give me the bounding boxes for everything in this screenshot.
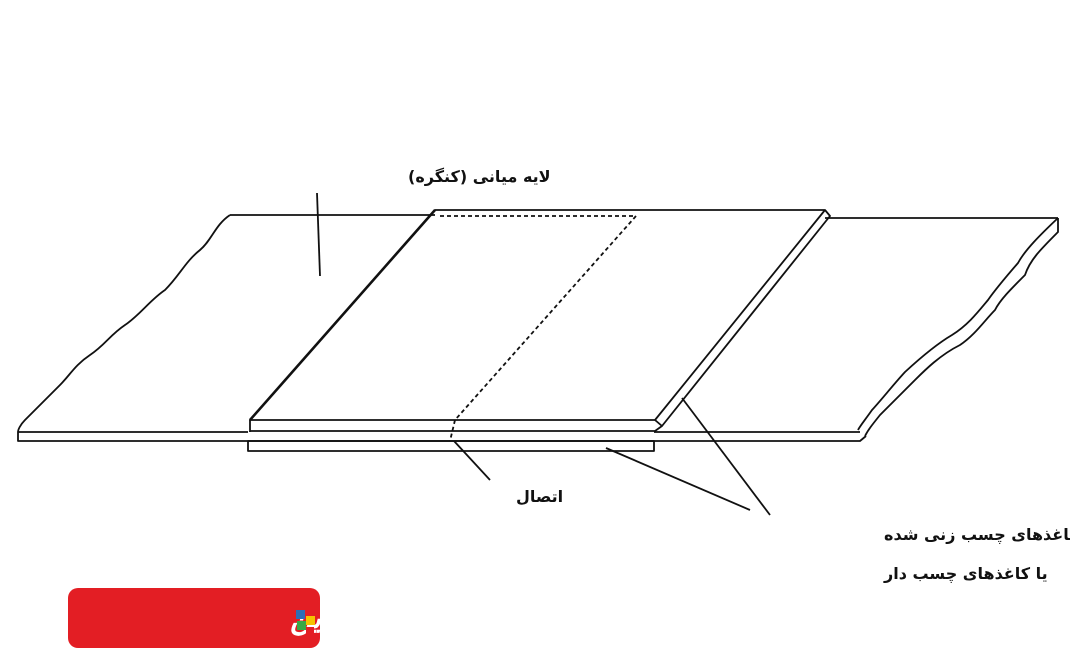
glued-paper-label-line2: یا کاغذهای چسب دار bbox=[883, 564, 1048, 584]
glued-paper-leader-bottom bbox=[605, 447, 751, 511]
joint-label: اتصال bbox=[516, 487, 563, 506]
top-glued-paper bbox=[249, 209, 831, 432]
middle-layer-leader bbox=[316, 192, 321, 277]
glued-paper-label-line1: کاغذهای چسب زنی شده bbox=[884, 525, 1070, 545]
middle-layer-label: لایه میانی (کنگره) bbox=[408, 167, 551, 186]
bottom-glued-strip bbox=[247, 440, 655, 452]
joint-leader bbox=[453, 440, 491, 481]
logo-background bbox=[68, 588, 320, 648]
joint-dashed-line bbox=[440, 215, 637, 442]
middle-layer-sheet bbox=[17, 214, 1059, 442]
publisher-logo: چاپ و نشر آنلاین bbox=[68, 588, 320, 648]
logo-squares-icon bbox=[296, 610, 315, 635]
glued-paper-leader-top bbox=[681, 397, 771, 516]
